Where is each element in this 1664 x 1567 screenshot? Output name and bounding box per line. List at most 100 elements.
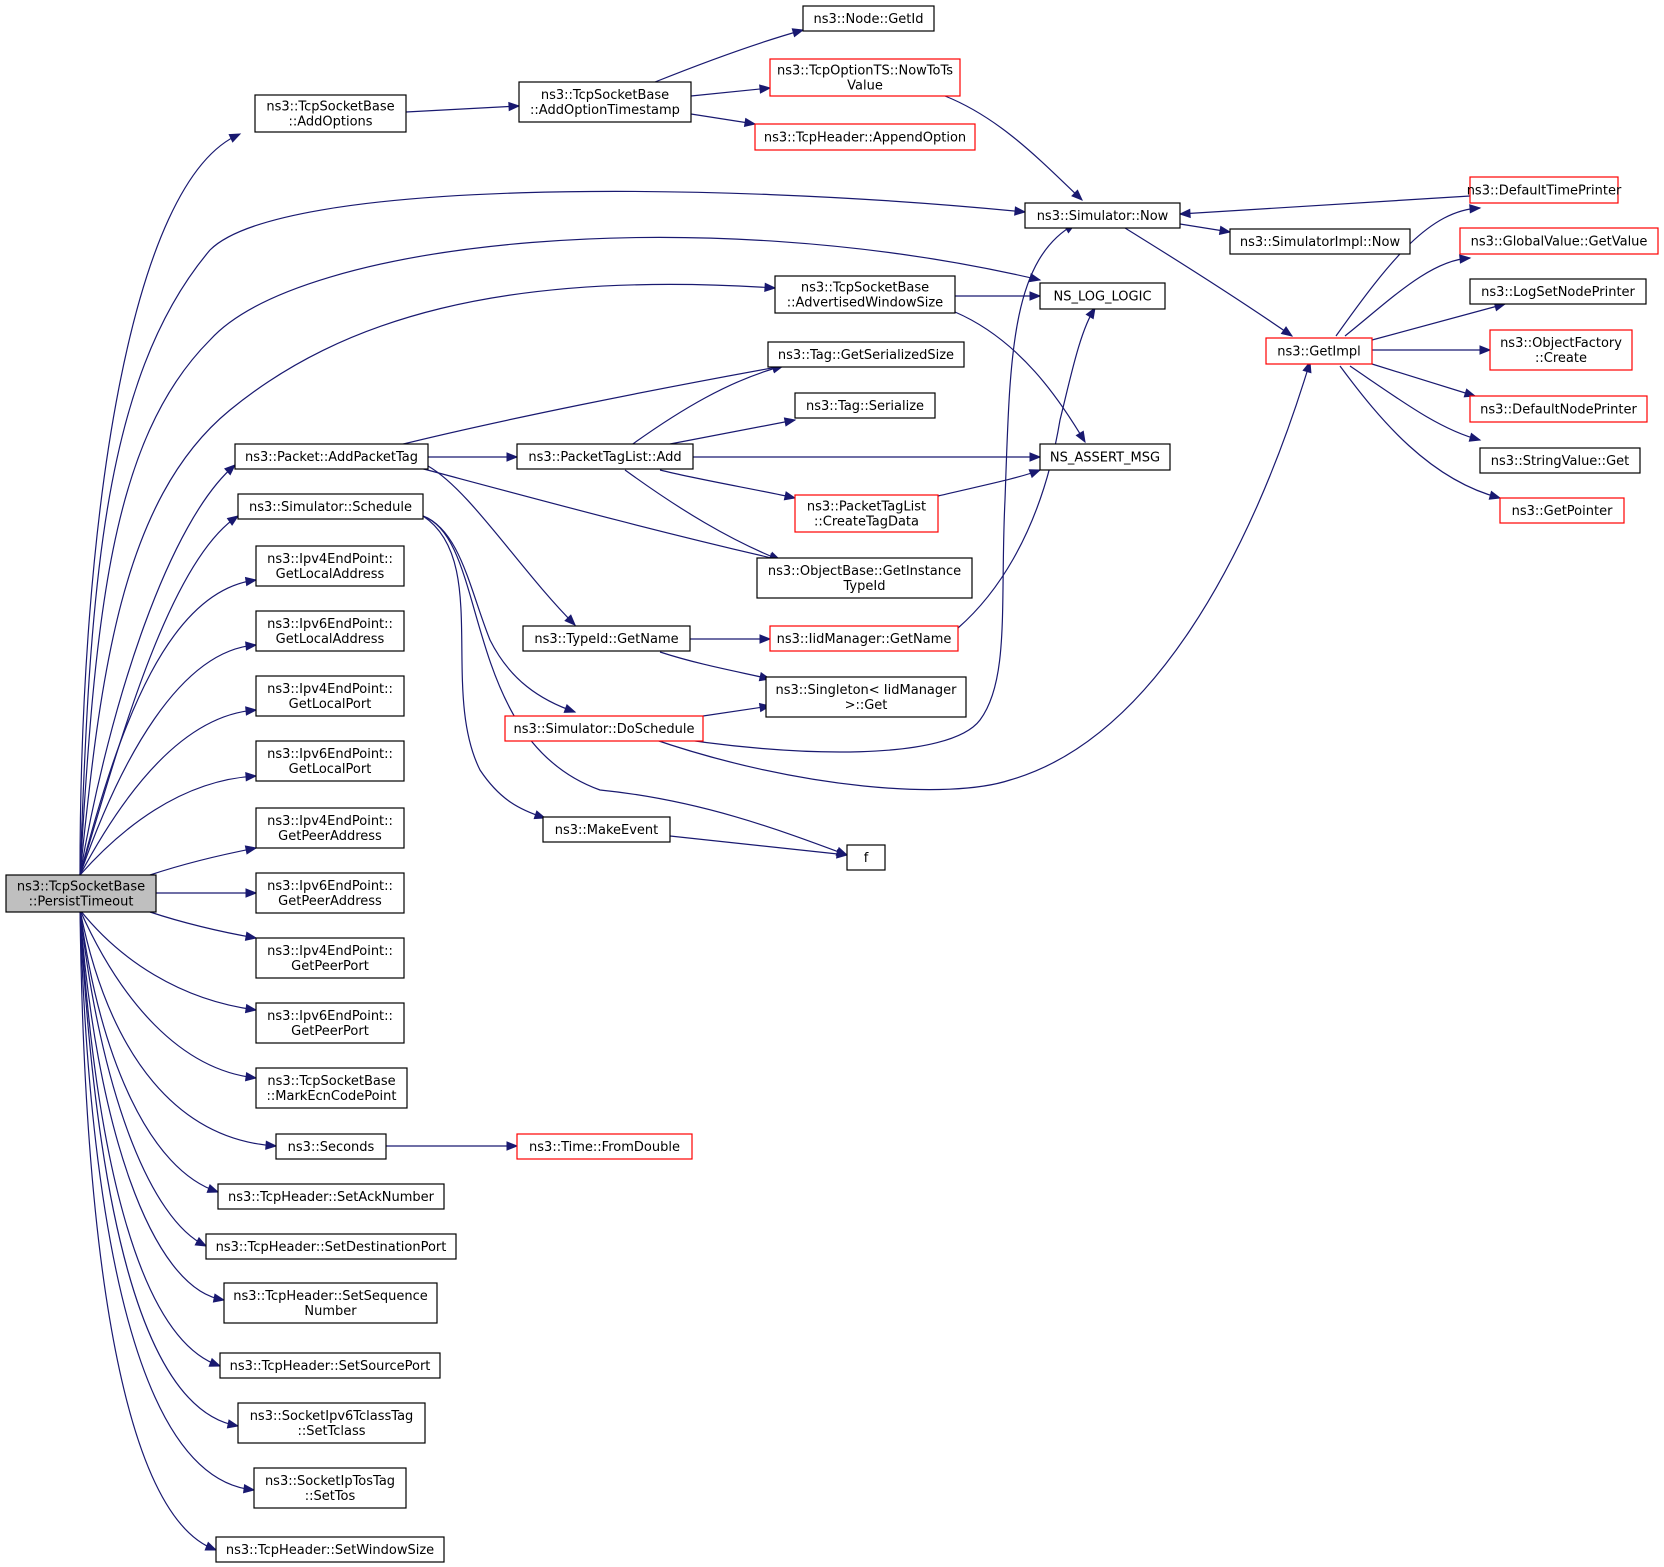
edge-persist-ipv6locaddr (79, 644, 257, 876)
node-ipv4locport[interactable]: ns3::Ipv4EndPoint::GetLocalPort (255, 675, 405, 717)
node-persist[interactable]: ns3::TcpSocketBase::PersistTimeout (5, 874, 157, 913)
node-taggetser[interactable]: ns3::Tag::GetSerializedSize (767, 341, 965, 368)
edge-ptladd-getinst (624, 469, 781, 561)
node-ipv6locport[interactable]: ns3::Ipv6EndPoint::GetLocalPort (255, 740, 405, 782)
arrowhead (1459, 254, 1472, 264)
node-ipv6peerport[interactable]: ns3::Ipv6EndPoint::GetPeerPort (255, 1002, 405, 1044)
node-box (205, 1233, 457, 1260)
edge-persist-setack (79, 909, 219, 1193)
node-markecn[interactable]: ns3::TcpSocketBase::MarkEcnCodePoint (255, 1067, 408, 1109)
arrowhead (791, 28, 805, 38)
node-singleton[interactable]: ns3::Singleton< IidManager>::Get (765, 676, 967, 718)
node-label: Number (304, 1304, 357, 1319)
node-box (1459, 227, 1659, 255)
edge-persist-settos (79, 909, 255, 1491)
node-label: ns3::DefaultTimePrinter (1467, 184, 1622, 199)
node-settclass[interactable]: ns3::SocketIpv6TclassTag::SetTclass (237, 1402, 426, 1444)
arrowhead (564, 614, 576, 626)
node-logsetnode[interactable]: ns3::LogSetNodePrinter (1469, 278, 1647, 305)
node-tagser[interactable]: ns3::Tag::Serialize (794, 392, 936, 419)
arrowhead (224, 464, 237, 476)
node-ipv4locaddr[interactable]: ns3::Ipv4EndPoint::GetLocalAddress (255, 545, 405, 587)
node-box (215, 1536, 445, 1563)
edge-persist-ipv4locport (79, 709, 257, 876)
node-addoptions[interactable]: ns3::TcpSocketBase::AddOptions (254, 94, 407, 133)
node-simnow[interactable]: ns3::Simulator::Now (1024, 202, 1181, 229)
node-doschedule[interactable]: ns3::Simulator::DoSchedule (504, 715, 704, 742)
arrowhead (226, 1419, 240, 1429)
node-setwin[interactable]: ns3::TcpHeader::SetWindowSize (215, 1536, 445, 1563)
node-label: ::MarkEcnCodePoint (267, 1089, 397, 1104)
arrowhead (244, 931, 258, 941)
edge-persist-schedule (79, 515, 239, 876)
node-addoptts[interactable]: ns3::TcpSocketBase::AddOptionTimestamp (518, 81, 692, 123)
node-setack[interactable]: ns3::TcpHeader::SetAckNumber (217, 1183, 445, 1210)
node-iidgetname[interactable]: ns3::IidManager::GetName (769, 625, 959, 652)
node-objfactory[interactable]: ns3::ObjectFactory::Create (1489, 329, 1633, 371)
arrowhead (245, 888, 258, 898)
node-advwin[interactable]: ns3::TcpSocketBase::AdvertisedWindowSize (774, 275, 956, 314)
arrowhead (563, 703, 577, 713)
node-ipv6peeraddr[interactable]: ns3::Ipv6EndPoint::GetPeerAddress (255, 872, 405, 914)
node-setsrc[interactable]: ns3::TcpHeader::SetSourcePort (219, 1352, 441, 1379)
node-nslog[interactable]: NS_LOG_LOGIC (1039, 282, 1166, 310)
node-settos[interactable]: ns3::SocketIpTosTag::SetTos (253, 1467, 407, 1509)
node-box (5, 874, 157, 913)
node-fromdouble[interactable]: ns3::Time::FromDouble (516, 1133, 693, 1160)
node-box (769, 58, 961, 97)
arrowhead (1071, 189, 1083, 201)
edge-persist-ipv4peeraddr (149, 847, 257, 876)
edge-persist-advwin (79, 283, 776, 876)
node-label: ns3::TcpSocketBase (801, 281, 929, 296)
arrowhead (244, 576, 258, 587)
node-box (1039, 282, 1166, 310)
node-schedule[interactable]: ns3::Simulator::Schedule (237, 493, 424, 520)
node-globalget[interactable]: ns3::GlobalValue::GetValue (1459, 227, 1659, 255)
node-label: GetPeerPort (291, 959, 369, 974)
node-label: ns3::Tag::Serialize (806, 399, 924, 414)
node-appendopt[interactable]: ns3::TcpHeader::AppendOption (754, 123, 976, 151)
node-nodegetid[interactable]: ns3::Node::GetId (802, 5, 935, 32)
node-box (522, 625, 691, 652)
arrowhead (1469, 204, 1482, 214)
node-defnode[interactable]: ns3::DefaultNodePrinter (1469, 395, 1648, 423)
node-setdest[interactable]: ns3::TcpHeader::SetDestinationPort (205, 1233, 457, 1260)
node-addpackettag[interactable]: ns3::Packet::AddPacketTag (234, 443, 429, 470)
node-label: ns3::TcpHeader::SetSourcePort (230, 1359, 431, 1374)
node-ipv4peeraddr[interactable]: ns3::Ipv4EndPoint::GetPeerAddress (255, 807, 405, 849)
node-label: ::AddOptionTimestamp (530, 103, 680, 118)
node-label: ns3::TcpHeader::SetSequence (233, 1289, 428, 1304)
node-makeevent[interactable]: ns3::MakeEvent (542, 816, 671, 843)
node-createtag[interactable]: ns3::PacketTagList::CreateTagData (794, 494, 939, 533)
node-label: f (864, 851, 869, 866)
node-typeidgetname[interactable]: ns3::TypeId::GetName (522, 625, 691, 652)
arrowhead (265, 1140, 278, 1150)
node-nsassert[interactable]: NS_ASSERT_MSG (1039, 443, 1171, 471)
edge-persist-settclass (79, 909, 239, 1427)
node-f[interactable]: f (846, 844, 886, 871)
edge-schedule-doschedule (422, 515, 576, 713)
node-ptladd[interactable]: ns3::PacketTagList::Add (516, 443, 694, 470)
node-box (275, 1133, 387, 1160)
node-label: ns3::GetPointer (1512, 504, 1613, 519)
node-label: ns3::SocketIpTosTag (265, 1474, 395, 1489)
node-seconds[interactable]: ns3::Seconds (275, 1133, 387, 1160)
node-getpointer[interactable]: ns3::GetPointer (1499, 497, 1625, 524)
node-label: ns3::Seconds (288, 1140, 375, 1155)
node-box (1469, 176, 1619, 204)
node-ipv4peerport[interactable]: ns3::Ipv4EndPoint::GetPeerPort (255, 937, 405, 979)
node-getimpl[interactable]: ns3::GetImpl (1265, 337, 1373, 365)
node-ipv6locaddr[interactable]: ns3::Ipv6EndPoint::GetLocalAddress (255, 610, 405, 652)
node-box (237, 1402, 426, 1444)
node-deftime[interactable]: ns3::DefaultTimePrinter (1467, 176, 1622, 204)
node-simimplnow[interactable]: ns3::SimulatorImpl::Now (1229, 228, 1411, 255)
edge-persist-addpackettag (79, 464, 236, 876)
node-box (774, 275, 956, 314)
node-label: ns3::TcpHeader::SetDestinationPort (216, 1240, 447, 1255)
edge-deftime-simnow (1179, 195, 1471, 215)
node-stringget[interactable]: ns3::StringValue::Get (1479, 447, 1641, 474)
edge-makeevent-f (669, 835, 848, 856)
